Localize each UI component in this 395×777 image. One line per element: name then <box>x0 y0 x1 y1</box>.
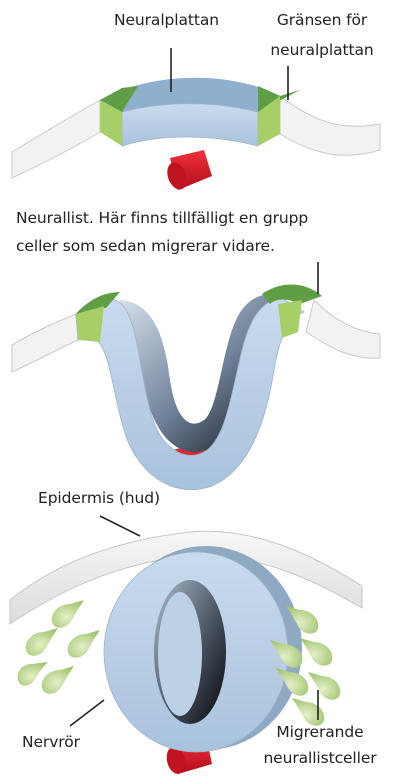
neural-plate-front <box>122 104 258 146</box>
label-neural-crest-line1: Neurallist. Här finns tillfälligt en gru… <box>16 208 308 228</box>
ectoderm-left-2 <box>12 314 78 372</box>
label-migrating-line2: neurallistceller <box>258 748 382 768</box>
label-epidermis: Epidermis (hud) <box>38 488 160 508</box>
neural-tube-lumen <box>158 592 202 716</box>
ectoderm-right-2 <box>306 300 380 358</box>
ectoderm-right-1 <box>280 96 380 155</box>
label-plate-border-line1: Gränsen för <box>268 10 376 30</box>
neural-fold-front <box>76 298 304 490</box>
label-neural-crest-line2: celler som sedan migrerar vidare. <box>16 236 275 256</box>
panel-neural-plate <box>12 48 380 192</box>
notochord-1 <box>164 150 212 192</box>
leader-neural-tube <box>70 700 104 726</box>
leader-epidermis <box>100 516 140 536</box>
ectoderm-left-1 <box>12 100 100 178</box>
migrating-cells-left <box>18 600 100 694</box>
cell <box>300 638 332 666</box>
cell <box>308 672 340 700</box>
label-neural-plate: Neuralplattan <box>114 10 219 30</box>
label-migrating-line1: Migrerande <box>258 722 382 742</box>
cell <box>42 666 74 694</box>
cell <box>52 600 84 628</box>
cell <box>26 628 58 656</box>
label-plate-border-line2: neuralplattan <box>268 40 376 60</box>
cell <box>68 630 100 658</box>
label-neural-tube: Nervrör <box>22 732 80 752</box>
panel-neural-fold <box>12 262 380 490</box>
